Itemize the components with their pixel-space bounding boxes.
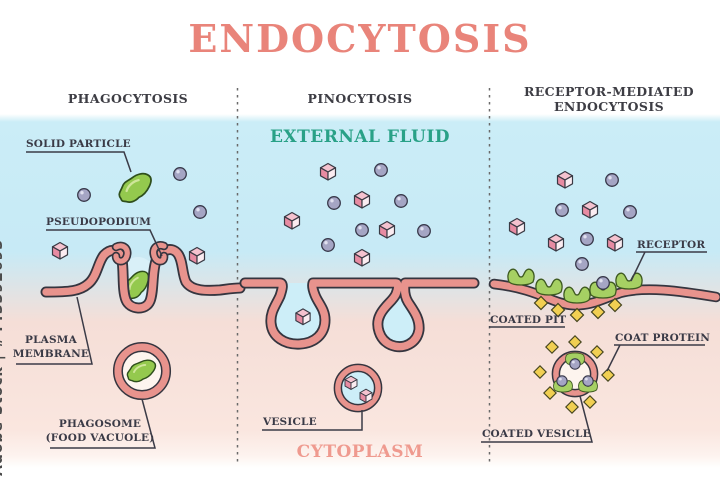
vesicle-cube bbox=[359, 388, 373, 403]
internalized-ligand bbox=[569, 358, 581, 370]
solute-cube bbox=[51, 241, 69, 260]
vesicle-cube bbox=[344, 375, 358, 390]
receptor-shape bbox=[507, 268, 535, 286]
phagosome-pointer bbox=[50, 398, 156, 449]
panel-receptor-mediated bbox=[488, 170, 720, 414]
pit-fluid bbox=[377, 283, 420, 347]
ligand-sphere bbox=[555, 203, 569, 217]
coat-protein-diamond bbox=[569, 307, 585, 323]
solid-particle-shape bbox=[113, 167, 158, 209]
ligand-cube bbox=[508, 217, 526, 236]
pseudopodium-label: PSEUDOPODIUM bbox=[46, 216, 152, 228]
bound-ligand-sphere bbox=[596, 276, 610, 290]
watermark: Adobe Stock | #443392693 bbox=[0, 238, 6, 476]
solute-cube bbox=[283, 211, 301, 230]
ligand-sphere bbox=[623, 205, 637, 219]
header-receptor-mediated-line2: ENDOCYTOSIS bbox=[553, 99, 665, 114]
receptor-label: RECEPTOR bbox=[637, 239, 706, 251]
solute-sphere bbox=[327, 196, 341, 210]
ligand-cube bbox=[547, 233, 565, 252]
solute-sphere bbox=[355, 223, 369, 237]
solute-sphere bbox=[193, 205, 207, 219]
plasma-membrane-receptor bbox=[488, 278, 720, 311]
solute-sphere bbox=[394, 194, 408, 208]
solute-sphere bbox=[417, 224, 431, 238]
coat-protein-label: COAT PROTEIN bbox=[615, 332, 711, 344]
solute-cube bbox=[188, 246, 206, 265]
solute-sphere bbox=[77, 188, 91, 202]
internalized-ligand bbox=[582, 375, 594, 387]
internalized-ligand bbox=[556, 375, 568, 387]
pit-cube bbox=[295, 308, 311, 326]
receptor-shape bbox=[563, 286, 591, 304]
header-phagocytosis: PHAGOCYTOSIS bbox=[67, 91, 189, 106]
solid-particle-pointer bbox=[26, 151, 132, 173]
ligand-sphere bbox=[580, 232, 594, 246]
plasma-membrane-pointer bbox=[16, 296, 93, 365]
phagosome-label: PHAGOSOME (FOOD VACUOLE) bbox=[45, 418, 155, 444]
solute-sphere bbox=[374, 163, 388, 177]
solute-cube bbox=[353, 248, 371, 267]
pseudopodium-pointer bbox=[46, 229, 163, 257]
phagosome-shape bbox=[112, 341, 172, 401]
receptor-pointer bbox=[630, 251, 707, 282]
panel-pinocytosis bbox=[239, 162, 480, 413]
receptor-shape bbox=[535, 278, 563, 296]
header-receptor-mediated: RECEPTOR-MEDIATED ENDOCYTOSIS bbox=[505, 84, 713, 114]
ligand-cube bbox=[581, 200, 599, 219]
solute-sphere bbox=[173, 167, 187, 181]
coated-vesicle-pointer bbox=[481, 395, 593, 443]
coat-protein-pointer bbox=[606, 344, 705, 372]
plasma-membrane-pinocytosis bbox=[239, 277, 480, 353]
header-receptor-mediated-line1: RECEPTOR-MEDIATED bbox=[523, 84, 695, 99]
solute-sphere bbox=[321, 238, 335, 252]
plasma-membrane-phagocytosis bbox=[40, 241, 246, 314]
solute-cube bbox=[378, 220, 396, 239]
receptor-shape bbox=[615, 272, 643, 290]
coated-pit-label: COATED PIT bbox=[490, 314, 567, 326]
external-fluid-label: EXTERNAL FLUID bbox=[269, 127, 451, 147]
ligand-sphere bbox=[575, 257, 589, 271]
solute-cube bbox=[319, 162, 337, 181]
label-pointer-lines bbox=[16, 151, 707, 449]
coated-vesicle-shape bbox=[533, 335, 615, 414]
ligand-cube bbox=[606, 233, 624, 252]
ligand-sphere bbox=[605, 173, 619, 187]
vesicle-pointer bbox=[262, 410, 363, 431]
plasma-membrane-label: PLASMA MEMBRANE bbox=[12, 334, 90, 360]
ligand-cube bbox=[556, 170, 574, 189]
cytoplasm-label: CYTOPLASM bbox=[296, 442, 424, 462]
header-pinocytosis: PINOCYTOSIS bbox=[307, 91, 413, 106]
vesicle-label: VESICLE bbox=[263, 416, 317, 428]
pinocytosis-vesicle-shape bbox=[333, 363, 383, 413]
diagram-title: ENDOCYTOSIS bbox=[188, 16, 532, 61]
solid-particle-label: SOLID PARTICLE bbox=[26, 138, 131, 150]
coated-vesicle-label: COATED VESICLE bbox=[482, 428, 591, 440]
solute-cube bbox=[353, 190, 371, 209]
